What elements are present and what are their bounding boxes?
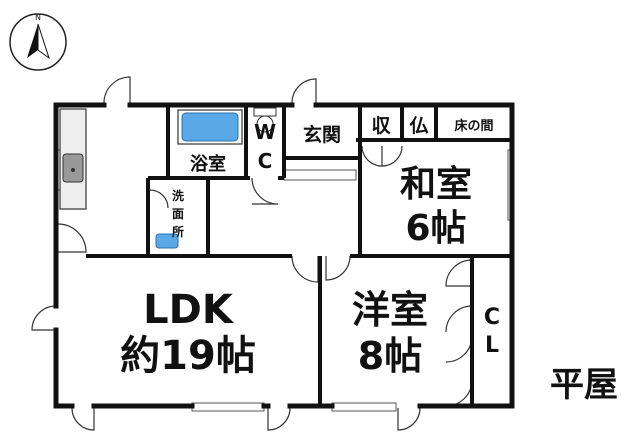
door-swing-bottom-left [71,407,95,431]
room-label-wc-line1: W [254,120,276,144]
room-label-closet-line2: L [485,333,499,358]
bathtub [177,109,243,145]
door-swing-top-left [103,76,131,104]
room-label-washroom-line3: 所 [172,224,184,239]
compass-circle [9,13,67,71]
toilet [253,107,277,133]
door-swing-ldk-outer [31,305,57,331]
room-label-butsudan: 仏 [409,115,428,137]
room-label-youshitsu-line1: 洋室 [352,288,428,332]
room-label-tokonoma: 床の間 [454,118,493,134]
room-label-washroom-line2: 面 [172,207,184,221]
interior-walls [86,105,512,406]
door-swing-hall [251,177,279,205]
wall-west-bottom [53,327,75,409]
room-label-entrance: 玄関 [303,123,341,146]
room-label-storage: 収 [371,115,391,137]
room-label-ldk-line1: LDK [143,287,235,333]
bathtub-icon [181,112,239,142]
kitchen-counter [59,108,87,210]
floor-type-label: 平屋 [550,365,618,405]
door-swing-cl-1 [445,259,473,287]
room-label-bath: 浴室 [190,153,226,175]
door-swing-washroom [149,189,169,209]
door-swing-top-entrance [291,78,317,104]
room-label-closet-line1: C [484,305,500,330]
kitchen-sink-drain [71,168,75,172]
door-swing-storage-left [361,145,383,167]
door-swing-bottom-right [397,407,421,431]
door-swing-cl-3 [445,335,473,363]
compass: N [9,13,67,71]
wall-west-top [53,102,107,309]
compass-north-label: N [35,13,41,22]
door-swing-cl-2 [445,305,473,333]
room-label-wc-line2: C [258,149,273,173]
compass-arrow-outline [37,23,50,60]
door-swing-bottom-mid [267,407,291,431]
room-label-washroom-line1: 洗 [172,188,184,203]
room-label-washitsu-line2: 6帖 [405,208,466,249]
window-entrance-step [283,169,357,181]
window-youshitsu-bottom [331,402,397,412]
door-swing-ldk-left [57,223,87,253]
wash-basin-icon [155,233,179,249]
wash-basin [155,233,179,249]
room-label-washitsu-line1: 和室 [400,164,472,205]
door-swing-storage-right [381,145,403,167]
room-label-youshitsu-line2: 8帖 [358,334,422,378]
door-swing-cl-4 [445,379,473,407]
room-label-ldk-line2: 約19帖 [120,333,256,379]
toilet-bowl-icon [256,115,274,133]
toilet-tank [253,107,277,117]
door-swing-ldk-east [291,255,319,283]
door-swing-youshitsu [325,255,351,281]
window-ldk-bottom [191,402,265,412]
compass-arrow-icon [27,24,38,58]
